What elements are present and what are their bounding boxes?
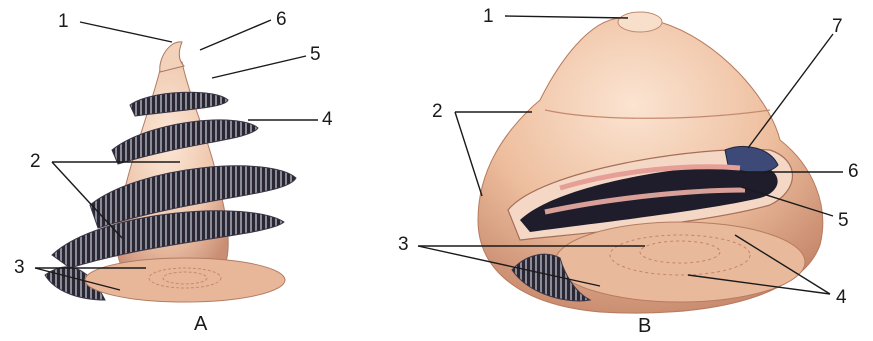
- label-a-1: 1: [58, 11, 69, 32]
- caption-a: A: [194, 313, 208, 335]
- label-b-7: 7: [832, 16, 843, 37]
- label-b-1: 1: [483, 6, 494, 27]
- leader-b-7: [748, 34, 833, 148]
- leader-b-1: [505, 16, 628, 18]
- label-b-3: 3: [398, 234, 409, 255]
- leader-a-5: [212, 56, 306, 78]
- label-a-2: 2: [30, 151, 41, 172]
- base-disc: [85, 258, 285, 302]
- panel-a: 1 6 5 4 2 3 A: [14, 9, 333, 335]
- label-b-2: 2: [432, 101, 443, 122]
- label-a-4: 4: [322, 109, 333, 130]
- leader-a-6: [200, 20, 271, 50]
- panel-b: 1 2 7 6 5 3 4 B: [398, 6, 859, 337]
- label-b-6: 6: [848, 161, 859, 182]
- label-a-6: 6: [276, 9, 287, 30]
- label-b-4: 4: [836, 287, 847, 308]
- leader-b-2b: [455, 112, 482, 196]
- caption-b: B: [638, 315, 651, 337]
- apex: [618, 12, 662, 32]
- label-a-5: 5: [310, 44, 321, 65]
- label-a-3: 3: [14, 257, 25, 278]
- base-disc-b: [555, 222, 805, 302]
- leader-a-1: [80, 22, 172, 42]
- label-b-5: 5: [838, 210, 849, 231]
